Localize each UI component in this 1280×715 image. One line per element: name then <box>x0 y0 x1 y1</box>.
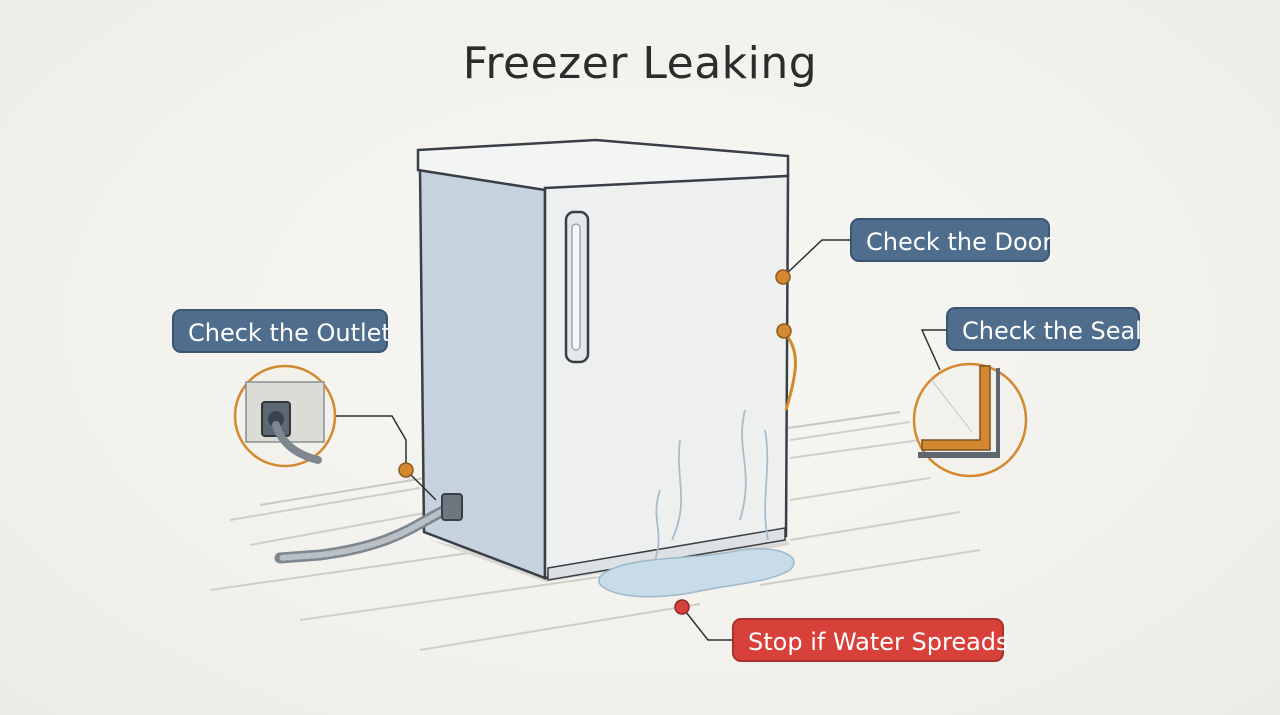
page-title: Freezer Leaking <box>462 38 818 89</box>
water-drips <box>654 409 769 561</box>
drain-hose-ribs <box>277 505 453 561</box>
seal-marker[interactable] <box>776 323 792 339</box>
door-marker[interactable] <box>775 269 791 285</box>
floor-lines <box>209 421 981 651</box>
baseboard <box>259 411 901 506</box>
outlet-plug <box>441 493 463 521</box>
outlet-marker[interactable] <box>398 462 414 478</box>
water-marker[interactable] <box>674 599 690 615</box>
seal-detail-icon <box>912 362 1028 478</box>
freezer-bottom-strip <box>547 527 786 581</box>
door-seal-line <box>782 331 797 411</box>
check-door-label: Check the Door <box>850 218 1052 262</box>
water-puddle <box>598 547 795 598</box>
door-handle-grip <box>571 223 581 351</box>
check-outlet-label: Check the Outlet <box>172 309 391 353</box>
stop-water-label: Stop if Water Spreads <box>732 618 1009 662</box>
check-seal-label: Check the Seal <box>946 307 1142 351</box>
outlet-detail-icon <box>233 364 337 468</box>
freezer-front-door <box>543 174 790 580</box>
